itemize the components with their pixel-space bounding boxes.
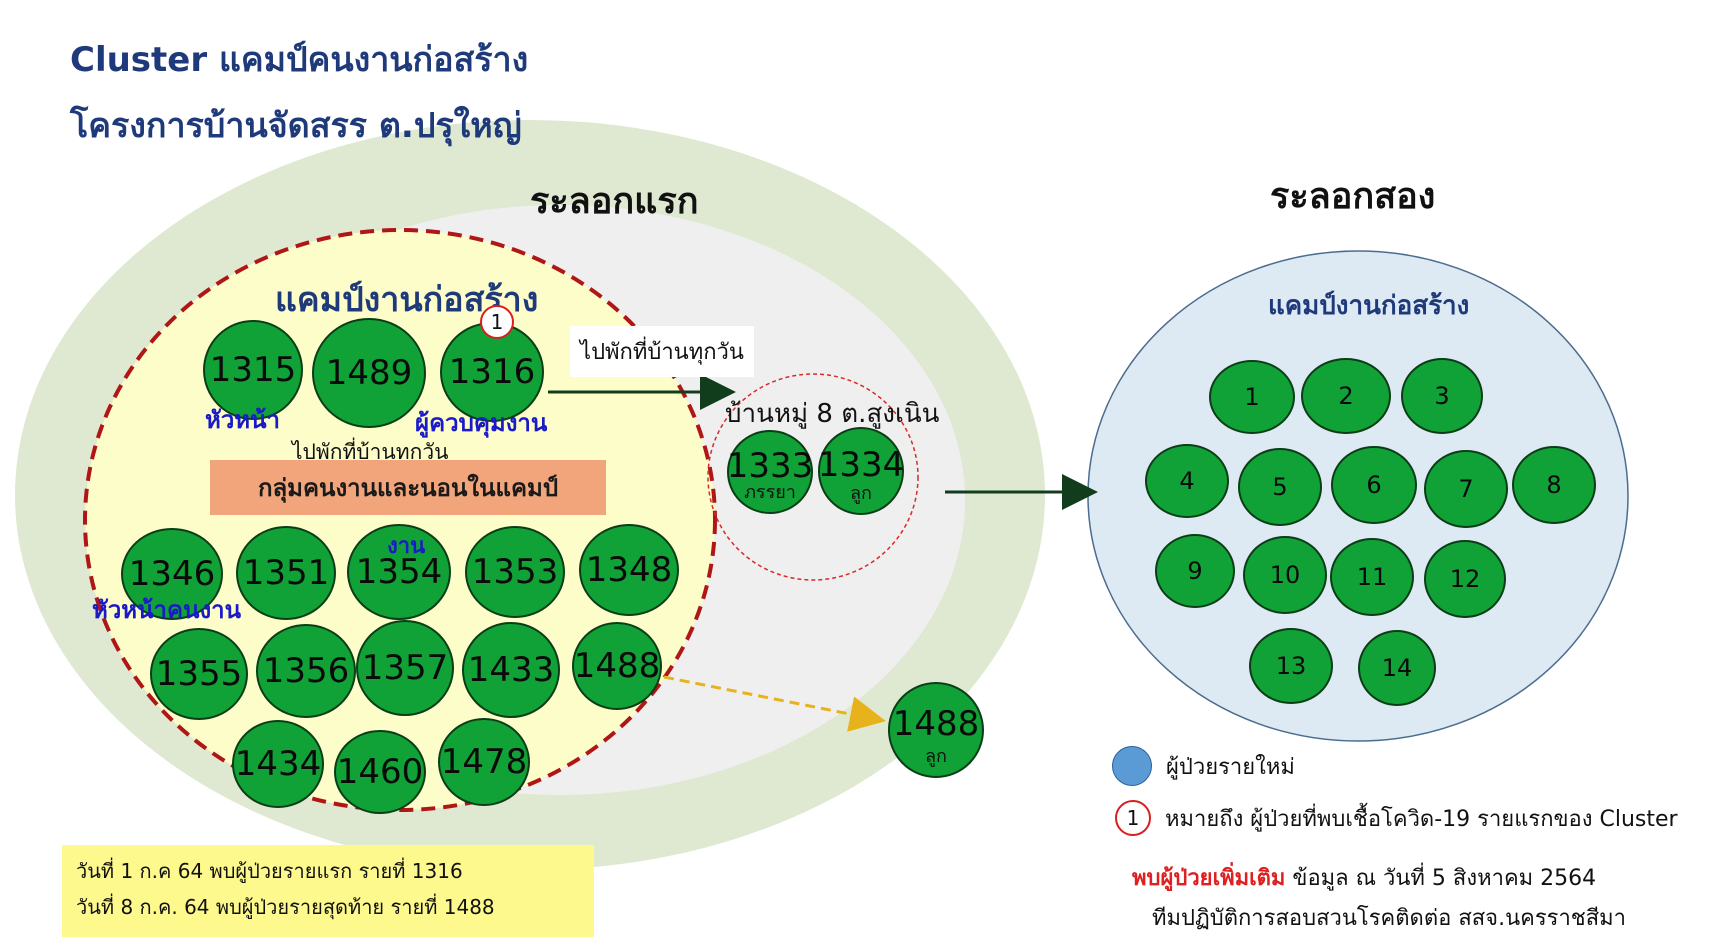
wave2-node-6: 6 — [1331, 446, 1417, 524]
case-node-1488: 1488 — [572, 622, 662, 710]
legend-red-ring: 1 — [1115, 800, 1151, 836]
wave1-label: ระลอกแรก — [530, 181, 699, 222]
case-node-1356: 1356 — [256, 624, 356, 718]
case-node-1489: 1489 — [312, 318, 426, 428]
relation-label-child-2: ลูก — [925, 746, 947, 767]
legend-first-case-text: หมายถึง ผู้ป่วยที่พบเชื้อโควิด-19 รายแรก… — [1165, 806, 1678, 832]
case-node-1355: 1355 — [150, 628, 248, 720]
timeline-note: วันที่ 1 ก.ค 64 พบผู้ป่วยรายแรก รายที่ 1… — [62, 845, 594, 937]
case-node-1334: 1334 ลูก — [818, 427, 904, 515]
legend-new-case-text: ผู้ป่วยรายใหม่ — [1166, 754, 1295, 780]
wave2-node-11: 11 — [1330, 538, 1414, 616]
case-node-1478: 1478 — [438, 718, 530, 806]
wave2-node-9: 9 — [1155, 534, 1235, 608]
timeline-last-case: วันที่ 8 ก.ค. 64 พบผู้ป่วยรายสุดท้าย ราย… — [76, 895, 495, 919]
footer-date: ข้อมูล ณ วันที่ 5 สิงหาคม 2564 — [1292, 866, 1597, 891]
case-node-1433: 1433 — [462, 622, 560, 718]
arrow-to-offshoot — [663, 675, 886, 732]
commute-callout: ไปพักที่บ้านทุกวัน — [570, 326, 754, 377]
group-band: กลุ่มคนงานและนอนในแคมป์ — [210, 460, 606, 515]
wave2-node-8: 8 — [1512, 446, 1596, 524]
case-node-1488-child: 1488 ลูก — [888, 682, 984, 778]
title-line-1: Cluster แคมป์คนงานก่อสร้าง — [70, 40, 529, 80]
case-node-1333: 1333 ภรรยา — [727, 430, 813, 514]
title-line-2: โครงการบ้านจัดสรร ต.ปรุใหญ่ — [70, 106, 522, 146]
case-node-1316: 1316 — [440, 322, 544, 422]
case-node-1315: 1315 — [203, 320, 303, 420]
wave2-node-4: 4 — [1145, 444, 1229, 518]
legend-blue-dot — [1112, 746, 1152, 786]
first-case-marker: 1 — [480, 305, 514, 339]
wave2-node-1: 1 — [1209, 360, 1295, 434]
case-node-1460: 1460 — [334, 730, 426, 814]
wave2-node-13: 13 — [1249, 628, 1333, 704]
role-label-worker-head: หัวหน้าคนงาน — [92, 596, 242, 624]
wave2-node-7: 7 — [1424, 450, 1508, 528]
case-node-1346: 1346 — [121, 528, 223, 620]
footer-line-1: พบผู้ป่วยเพิ่มเติม ข้อมูล ณ วันที่ 5 สิง… — [1132, 860, 1596, 895]
case-node-1353: 1353 — [465, 526, 565, 618]
case-node-1348: 1348 — [579, 524, 679, 616]
legend-new-case: ผู้ป่วยรายใหม่ — [1112, 746, 1295, 786]
wave2-node-14: 14 — [1358, 630, 1436, 706]
timeline-first-case: วันที่ 1 ก.ค 64 พบผู้ป่วยรายแรก รายที่ 1… — [76, 859, 463, 883]
wave2-node-3: 3 — [1401, 358, 1483, 434]
wave2-label: ระลอกสอง — [1270, 176, 1436, 217]
case-node-1357: 1357 — [356, 620, 454, 716]
legend-first-case: 1 หมายถึง ผู้ป่วยที่พบเชื้อโควิด-19 รายแ… — [1115, 800, 1678, 836]
wave2-node-5: 5 — [1238, 448, 1322, 526]
role-label-work: งาน — [387, 534, 426, 559]
case-node-1434: 1434 — [232, 720, 324, 808]
role-label-head: หัวหน้า — [205, 406, 280, 434]
village-boundary — [707, 373, 919, 581]
relation-label-child: ลูก — [850, 483, 872, 504]
wave2-camp-label: แคมป์งานก่อสร้าง — [1268, 291, 1470, 321]
relation-label-wife: ภรรยา — [744, 482, 796, 503]
role-label-supervisor: ผู้ควบคุมงาน — [415, 409, 548, 437]
wave2-node-2: 2 — [1301, 358, 1391, 434]
wave2-node-12: 12 — [1424, 540, 1506, 618]
village-label: บ้านหมู่ 8 ต.สูงเนิน — [725, 399, 940, 429]
wave2-node-10: 10 — [1243, 536, 1327, 614]
case-node-1351: 1351 — [236, 526, 336, 620]
case-node-1354: 1354 — [347, 524, 451, 620]
footer-team: ทีมปฏิบัติการสอบสวนโรคติดต่อ สสจ.นครราชส… — [1152, 906, 1627, 931]
footer-highlight: พบผู้ป่วยเพิ่มเติม — [1132, 866, 1286, 891]
